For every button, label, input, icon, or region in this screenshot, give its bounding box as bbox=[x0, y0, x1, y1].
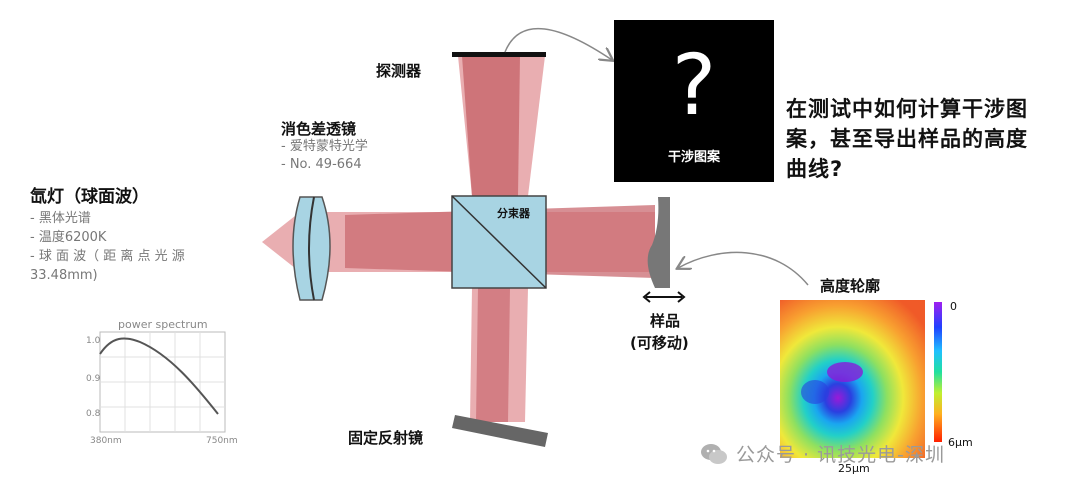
beam-splitter-label: 分束器 bbox=[497, 207, 530, 220]
spectrum-xtick-1: 380nm bbox=[90, 436, 122, 446]
input-beam-cone bbox=[262, 212, 300, 272]
interference-pattern-label: 干涉图案 bbox=[667, 150, 720, 165]
fixed-mirror-label: 固定反射镜 bbox=[348, 429, 424, 447]
wechat-icon bbox=[701, 443, 727, 464]
colorbar-top-label: 0 bbox=[950, 300, 957, 313]
colorbar-bottom-label: 6μm bbox=[948, 436, 973, 449]
lamp-title: 氙灯（球面波） bbox=[30, 187, 149, 207]
beam-splitter-diagonal bbox=[451, 195, 547, 289]
profile-to-sample-arrow bbox=[678, 251, 809, 286]
sample-note: (可移动) bbox=[630, 334, 689, 352]
vertical-beam-down-core bbox=[476, 288, 510, 422]
sample-label: 样品 bbox=[650, 312, 681, 330]
vertical-beam-up-core bbox=[462, 56, 520, 196]
achromatic-lens bbox=[292, 196, 331, 301]
lamp-prop-wave: - 球 面 波（ 距 离 点 光 源 bbox=[30, 249, 185, 264]
height-colorbar bbox=[934, 302, 942, 442]
lens-title: 消色差透镜 bbox=[281, 120, 357, 138]
spectrum-grid bbox=[100, 332, 225, 432]
spectrum-ytick-1: 1.0 bbox=[86, 336, 101, 346]
lamp-properties: - 黑体光谱 - 温度6200K - 球 面 波（ 距 离 点 光 源 33.4… bbox=[30, 209, 260, 285]
spectrum-ytick-2: 0.9 bbox=[86, 374, 101, 384]
lamp-prop-distance: 33.48mm) bbox=[30, 268, 98, 283]
lens-part-number: - No. 49-664 bbox=[281, 157, 362, 172]
detector-to-pattern-arrow bbox=[504, 27, 612, 60]
spectrum-xtick-2: 750nm bbox=[206, 436, 238, 446]
height-profile-label: 高度轮廓 bbox=[820, 277, 881, 295]
question-text: 在测试中如何计算干涉图案，甚至导出样品的高度曲线? bbox=[786, 97, 1028, 181]
lamp-prop-spectrum: - 黑体光谱 bbox=[30, 211, 91, 226]
spectrum-ytick-3: 0.8 bbox=[86, 409, 101, 419]
question-mark-icon: ? bbox=[671, 36, 717, 134]
fixed-mirror bbox=[452, 415, 548, 447]
watermark-text: 公众号 · 讯技光电-深圳 bbox=[736, 444, 945, 466]
detector-bar bbox=[452, 52, 546, 57]
lamp-prop-temperature: - 温度6200K bbox=[30, 230, 107, 245]
profile-x-label: 25μm bbox=[838, 462, 870, 475]
lens-vendor: - 爱特蒙特光学 bbox=[281, 139, 368, 154]
sample-surface bbox=[647, 197, 670, 288]
height-profile-peak bbox=[827, 362, 863, 382]
detector-label: 探测器 bbox=[376, 62, 422, 80]
lens-interface bbox=[308, 196, 315, 301]
interference-pattern-box: ? 干涉图案 bbox=[614, 20, 774, 182]
spectrum-curve bbox=[99, 337, 219, 415]
watermark: 公众号 · 讯技光电-深圳 bbox=[700, 440, 945, 467]
spectrum-title: power spectrum bbox=[118, 318, 208, 331]
